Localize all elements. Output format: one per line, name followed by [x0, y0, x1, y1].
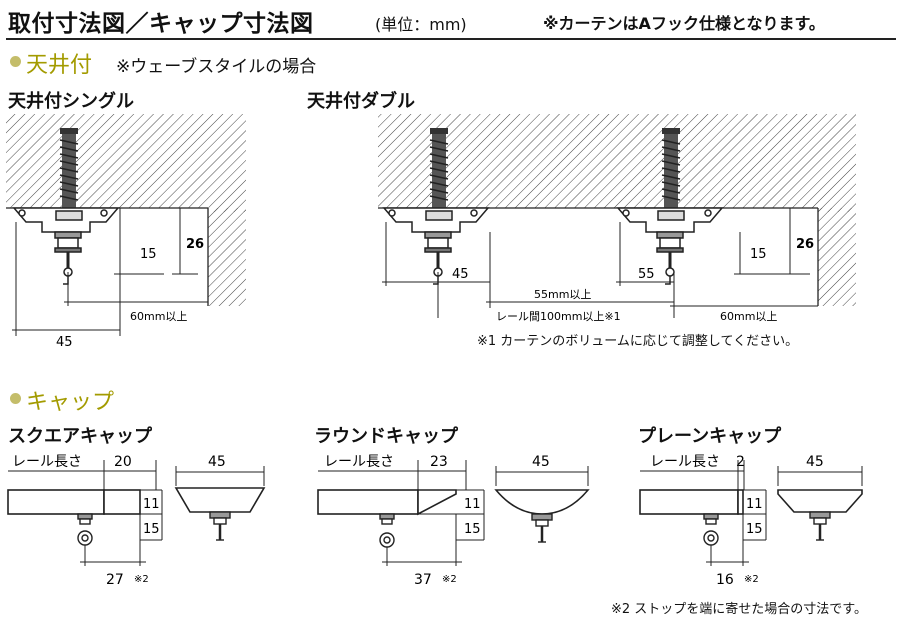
- ceiling-section-title: 天井付: [26, 53, 93, 78]
- ceiling-hatch: [378, 114, 856, 212]
- dim-55-min: 55mm以上: [534, 288, 591, 301]
- mark-2: ※2: [134, 574, 149, 585]
- rail-gap-label: レール間100mm以上※1: [496, 310, 621, 323]
- dim-37: 37: [414, 572, 432, 588]
- rail-length-label: レール長さ: [324, 454, 394, 470]
- dim-15: 15: [143, 522, 160, 537]
- round-cap-diagram: レール長さ 23: [317, 454, 590, 588]
- dim-15: 15: [746, 522, 763, 537]
- rail-profile-icon: [616, 207, 724, 233]
- screw-icon: [661, 128, 681, 208]
- dimension-lines: [12, 208, 208, 336]
- dim-15: 15: [140, 247, 157, 262]
- cap-body: [103, 489, 141, 515]
- header-title: 取付寸法図／キャップ寸法図: [8, 11, 314, 37]
- rail-profile-icon: [12, 207, 120, 233]
- screw-icon: [429, 128, 449, 208]
- single-title: 天井付シングル: [8, 91, 134, 112]
- rail-body: [639, 489, 739, 515]
- dim-45: 45: [532, 454, 550, 470]
- cap-section-title: キャップ: [26, 390, 115, 415]
- dim-11: 11: [143, 497, 160, 512]
- ceiling-section-subtitle: ※ウェーブスタイルの場合: [116, 57, 317, 77]
- dim-27: 27: [106, 572, 124, 588]
- plain-cap-diagram: レール長さ 2: [639, 454, 863, 588]
- section-dot-icon: [10, 393, 21, 404]
- dim-45: 45: [806, 454, 824, 470]
- header-rule: [6, 38, 896, 40]
- cap-body: [737, 489, 744, 515]
- dim-23: 23: [430, 454, 448, 470]
- mark-2: ※2: [744, 574, 759, 585]
- round-cap-title: ラウンドキャップ: [314, 426, 458, 447]
- dimension-lines: [382, 208, 818, 318]
- dim-15: 15: [750, 247, 767, 262]
- dim-16: 16: [716, 572, 734, 588]
- dim-20: 20: [114, 454, 132, 470]
- runner-icon: [379, 513, 395, 548]
- ceiling-hatch: [6, 114, 246, 212]
- double-ceiling-diagram: 45 55 15 26 55mm以上 60mm以上 レール間100mm以上※1: [378, 114, 856, 323]
- single-ceiling-diagram: 15 26 60mm以上 45: [6, 114, 246, 350]
- dim-11: 11: [746, 497, 763, 512]
- section-dot-icon: [10, 56, 21, 67]
- dim-26: 26: [186, 237, 204, 252]
- runner-icon: [656, 231, 684, 285]
- dim-45: 45: [208, 454, 226, 470]
- dim-60: 60mm以上: [720, 310, 777, 323]
- square-cap-title: スクエアキャップ: [8, 426, 152, 447]
- cap-front-view: [777, 489, 863, 513]
- ceiling-clear: [6, 208, 208, 308]
- dim-60: 60mm以上: [130, 310, 187, 323]
- runner-icon: [54, 231, 82, 285]
- rail-profile-icon: [382, 207, 490, 233]
- plain-cap-title: プレーンキャップ: [638, 426, 782, 447]
- header-unit: (単位：mm): [375, 15, 467, 34]
- runner-front-icon: [809, 511, 831, 541]
- note-2: ※2 ストップを端に寄せた場合の寸法です。: [611, 602, 867, 617]
- cap-body: [417, 489, 457, 516]
- rail-length-label: レール長さ: [12, 454, 82, 470]
- dim-15: 15: [464, 522, 481, 537]
- rail-body: [7, 489, 105, 515]
- mark-2: ※2: [442, 574, 457, 585]
- dim-45: 45: [452, 267, 469, 282]
- runner-icon: [703, 513, 719, 546]
- header-note: ※カーテンはAフック仕様となります。: [543, 14, 825, 33]
- rail-length-label: レール長さ: [650, 454, 720, 470]
- dim-45: 45: [56, 335, 73, 350]
- wall-hatch: [818, 208, 856, 306]
- dim-11: 11: [464, 497, 481, 512]
- dim-2: 2: [736, 454, 745, 470]
- rail-body: [317, 489, 419, 515]
- runner-front-icon: [209, 511, 231, 541]
- dim-26: 26: [796, 237, 814, 252]
- screw-icon: [59, 128, 79, 208]
- runner-front-icon: [531, 513, 553, 543]
- dim-55: 55: [638, 267, 655, 282]
- wall-hatch: [208, 208, 246, 306]
- note-1: ※1 カーテンのボリュームに応じて調整してください。: [477, 334, 799, 349]
- cap-front-view: [174, 487, 266, 513]
- cap-front-view: [494, 489, 590, 515]
- runner-icon: [77, 513, 93, 546]
- square-cap-diagram: レール長さ 20: [7, 454, 266, 588]
- double-title: 天井付ダブル: [307, 91, 415, 112]
